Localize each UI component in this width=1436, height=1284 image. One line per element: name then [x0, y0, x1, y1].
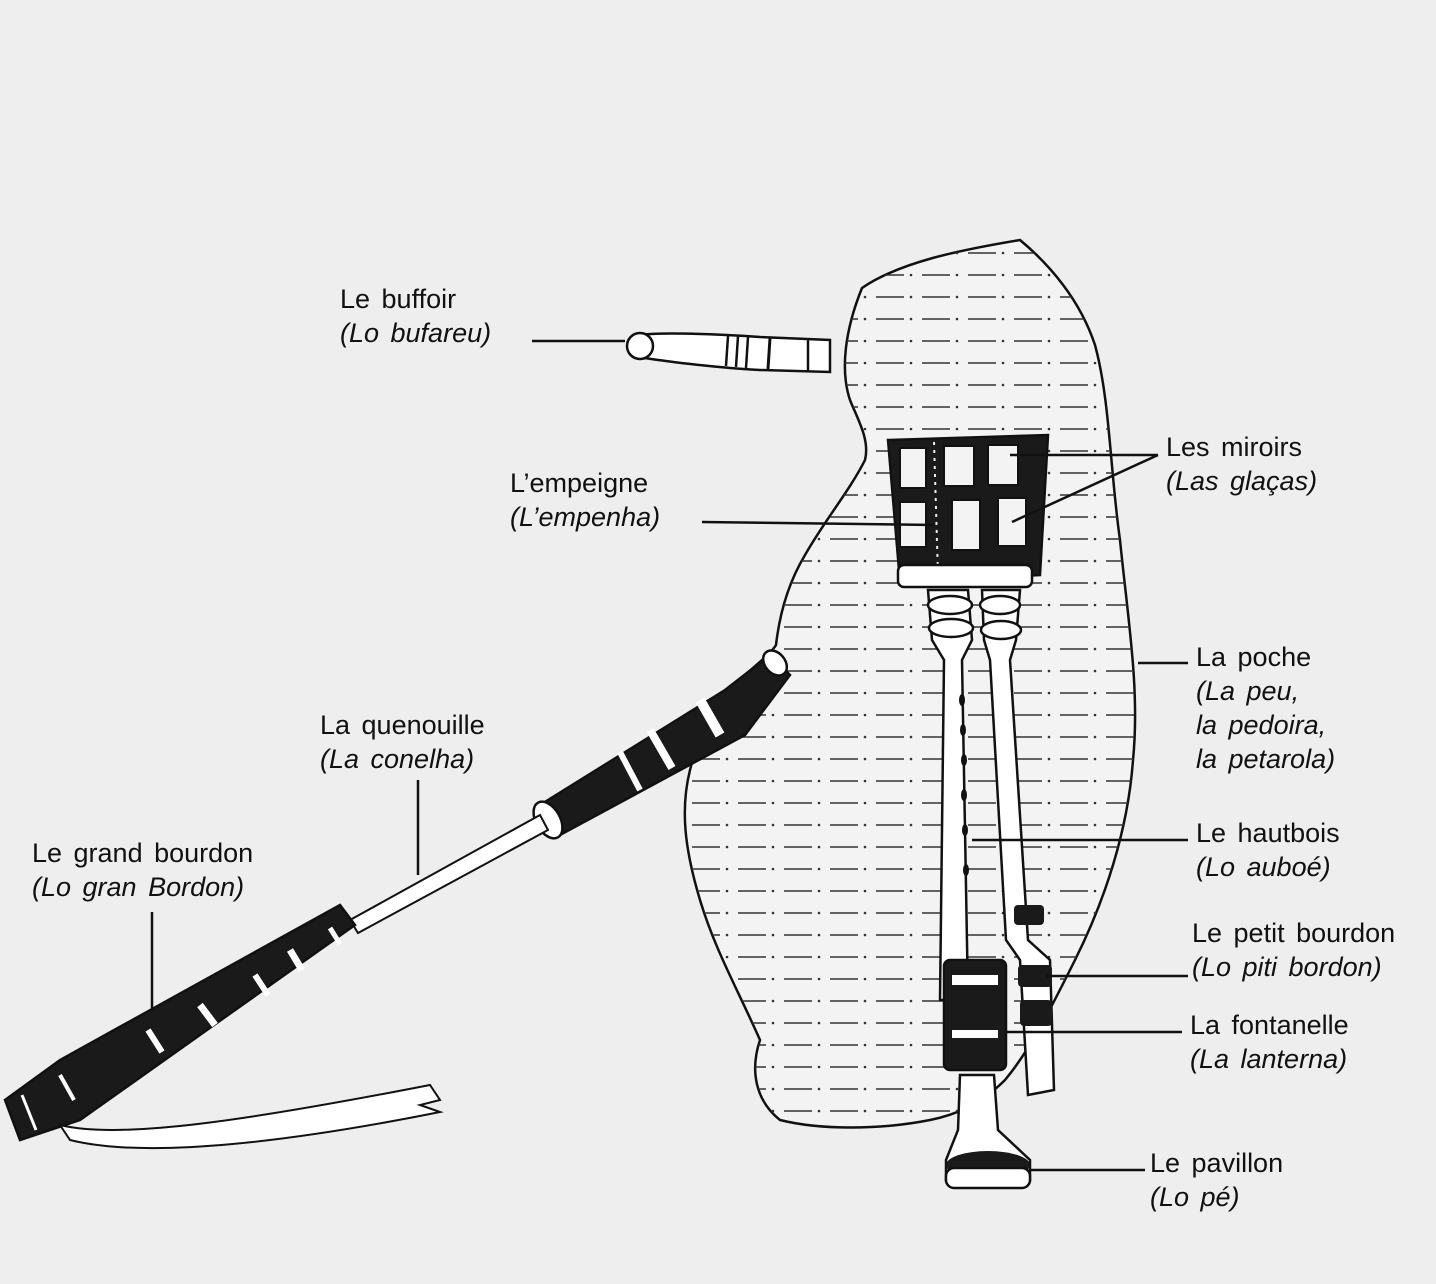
label-pavillon-fr: Le pavillon — [1150, 1148, 1284, 1178]
label-quenouille: La quenouille (La conelha) — [320, 708, 485, 776]
leader-lines — [150, 339, 1188, 1172]
label-petit-bourdon-oc: (Lo piti bordon) — [1192, 952, 1382, 982]
label-fontanelle-oc: (La lanterna) — [1190, 1044, 1348, 1074]
label-pavillon-oc: (Lo pé) — [1150, 1182, 1240, 1212]
label-quenouille-fr: La quenouille — [320, 710, 485, 740]
label-hautbois-oc: (Lo auboé) — [1196, 852, 1331, 882]
label-buffoir-oc: (Lo bufareu) — [340, 318, 492, 348]
label-hautbois-fr: Le hautbois — [1196, 818, 1340, 848]
label-hautbois: Le hautbois (Lo auboé) — [1196, 816, 1340, 884]
label-miroirs-fr: Les miroirs — [1166, 432, 1303, 462]
label-empeigne-oc: (L’empenha) — [510, 502, 661, 532]
label-grand-bourdon-fr: Le grand bourdon — [32, 838, 254, 868]
label-buffoir-fr: Le buffoir — [340, 284, 457, 314]
label-petit-bourdon-fr: Le petit bourdon — [1192, 918, 1396, 948]
label-poche-oc-1: (La peu, — [1196, 676, 1300, 706]
stock — [886, 433, 1050, 589]
label-poche: La poche (La peu, la pedoira, la petarol… — [1196, 640, 1335, 776]
label-grand-bourdon-oc: (Lo gran Bordon) — [32, 872, 245, 902]
label-quenouille-oc: (La conelha) — [320, 744, 475, 774]
label-petit-bourdon: Le petit bourdon (Lo piti bordon) — [1192, 916, 1395, 984]
label-poche-oc-2: la pedoira, — [1196, 710, 1327, 740]
label-miroirs: Les miroirs (Las glaças) — [1166, 430, 1317, 498]
label-pavillon: Le pavillon (Lo pé) — [1150, 1146, 1283, 1214]
label-poche-oc-3: la petarola) — [1196, 744, 1336, 774]
chanter — [926, 588, 1032, 1190]
label-fontanelle: La fontanelle (La lanterna) — [1190, 1008, 1349, 1076]
label-poche-fr: La poche — [1196, 642, 1312, 672]
label-fontanelle-fr: La fontanelle — [1190, 1010, 1349, 1040]
label-empeigne: L’empeigne (L’empenha) — [510, 466, 660, 534]
leader-miroirs-b — [1011, 453, 1159, 524]
label-grand-bourdon: Le grand bourdon (Lo gran Bordon) — [32, 836, 253, 904]
label-miroirs-oc: (Las glaças) — [1166, 466, 1318, 496]
blowpipe — [625, 331, 832, 374]
grand-drone — [3, 649, 792, 1150]
label-empeigne-fr: L’empeigne — [510, 468, 649, 498]
leader-empeigne — [701, 520, 936, 527]
small-drone — [978, 588, 1056, 1097]
label-buffoir: Le buffoir (Lo bufareu) — [340, 282, 491, 350]
